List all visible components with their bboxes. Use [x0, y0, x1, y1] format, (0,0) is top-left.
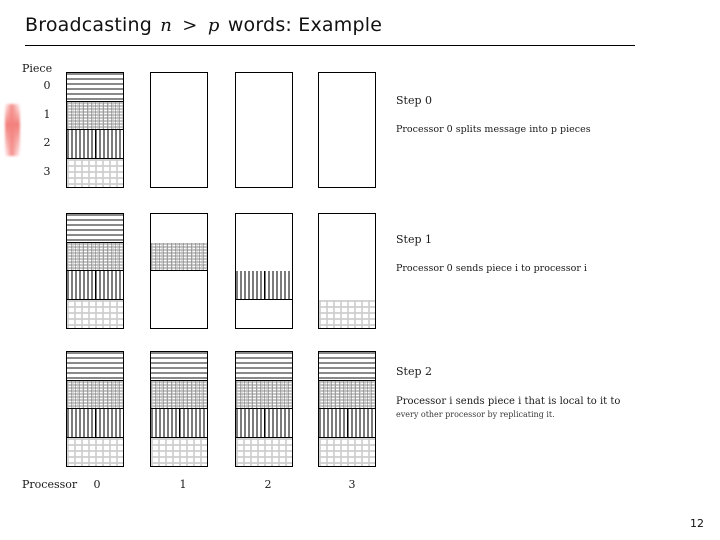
page-title: Broadcasting n > p words: Example	[25, 14, 382, 36]
piece-slot-3-empty	[236, 158, 292, 187]
page-number: 12	[690, 517, 704, 530]
step-1-heading: Step 1	[396, 233, 433, 246]
step-2-description-continued: every other processor by replicating it.	[396, 410, 555, 419]
piece-slot-3-empty	[151, 299, 207, 328]
piece-slot-3-filled	[319, 437, 375, 466]
piece-slot-2-filled	[319, 409, 375, 438]
piece-slot-3-filled	[67, 437, 123, 466]
processor-box-row1-proc1	[150, 213, 208, 329]
title-suffix: words: Example	[227, 14, 383, 36]
piece-slot-1-empty	[319, 242, 375, 271]
step-1-description: Processor 0 sends piece i to processor i	[396, 263, 587, 274]
processor-box-row0-proc3	[318, 72, 376, 188]
processor-box-row0-proc2	[235, 72, 293, 188]
step-2-heading: Step 2	[396, 365, 433, 378]
piece-number-0: 0	[43, 79, 51, 92]
piece-slot-0-filled	[67, 214, 123, 243]
piece-slot-3-filled	[236, 437, 292, 466]
piece-slot-1-filled	[151, 242, 207, 271]
piece-slot-2-filled	[151, 409, 207, 438]
step-0-heading: Step 0	[396, 94, 433, 107]
title-variable-p: p	[207, 15, 220, 36]
processor-number-3: 3	[348, 478, 356, 491]
piece-slot-3-empty	[236, 299, 292, 328]
piece-slot-2-filled	[67, 409, 123, 438]
piece-slot-2-filled	[67, 130, 123, 159]
piece-slot-2-empty	[151, 271, 207, 300]
piece-slot-0-empty	[151, 214, 207, 243]
piece-slot-1-filled	[67, 242, 123, 271]
piece-axis-label: Piece	[22, 62, 53, 75]
processor-box-row2-proc3	[318, 351, 376, 467]
processor-box-row0-proc0	[66, 72, 124, 188]
processor-number-1: 1	[179, 478, 187, 491]
piece-slot-0-empty	[151, 73, 207, 102]
piece-slot-2-empty	[151, 130, 207, 159]
piece-slot-3-empty	[319, 158, 375, 187]
title-operator-gt: >	[182, 15, 198, 36]
piece-slot-2-filled	[236, 409, 292, 438]
piece-slot-1-filled	[67, 380, 123, 409]
processor-box-row2-proc0	[66, 351, 124, 467]
piece-slot-2-empty	[319, 271, 375, 300]
piece-slot-1-empty	[236, 101, 292, 130]
piece-slot-0-filled	[67, 352, 123, 381]
piece-slot-1-filled	[236, 380, 292, 409]
title-prefix: Broadcasting	[25, 14, 152, 36]
piece-slot-0-empty	[319, 214, 375, 243]
pink-gradient-artifact	[5, 104, 20, 156]
piece-slot-3-filled	[319, 299, 375, 328]
piece-slot-0-filled	[319, 352, 375, 381]
piece-slot-1-filled	[67, 101, 123, 130]
processor-box-row0-proc1	[150, 72, 208, 188]
piece-number-1: 1	[43, 108, 51, 121]
processor-box-row2-proc1	[150, 351, 208, 467]
piece-slot-0-filled	[236, 352, 292, 381]
step-0-description: Processor 0 splits message into p pieces	[396, 124, 591, 135]
piece-slot-0-filled	[151, 352, 207, 381]
piece-slot-3-filled	[151, 437, 207, 466]
processor-box-row1-proc0	[66, 213, 124, 329]
piece-slot-3-filled	[67, 299, 123, 328]
piece-number-3: 3	[43, 165, 51, 178]
piece-slot-1-empty	[236, 242, 292, 271]
piece-slot-1-empty	[319, 101, 375, 130]
title-underline-divider	[25, 45, 635, 46]
piece-slot-0-empty	[236, 73, 292, 102]
piece-slot-0-filled	[67, 73, 123, 102]
piece-slot-3-filled	[67, 158, 123, 187]
piece-slot-2-filled	[67, 271, 123, 300]
processor-box-row1-proc3	[318, 213, 376, 329]
piece-number-2: 2	[43, 136, 51, 149]
processor-number-0: 0	[93, 478, 101, 491]
piece-slot-2-empty	[319, 130, 375, 159]
processor-box-row1-proc2	[235, 213, 293, 329]
piece-slot-2-empty	[236, 130, 292, 159]
piece-slot-2-filled	[236, 271, 292, 300]
piece-slot-1-empty	[151, 101, 207, 130]
processor-box-row2-proc2	[235, 351, 293, 467]
processor-number-2: 2	[264, 478, 272, 491]
step-2-description: Processor i sends piece i that is local …	[396, 396, 621, 407]
piece-slot-1-filled	[319, 380, 375, 409]
piece-slot-1-filled	[151, 380, 207, 409]
piece-slot-3-empty	[151, 158, 207, 187]
piece-slot-0-empty	[319, 73, 375, 102]
title-variable-n: n	[160, 15, 173, 36]
piece-slot-0-empty	[236, 214, 292, 243]
processor-axis-label: Processor	[22, 478, 78, 491]
